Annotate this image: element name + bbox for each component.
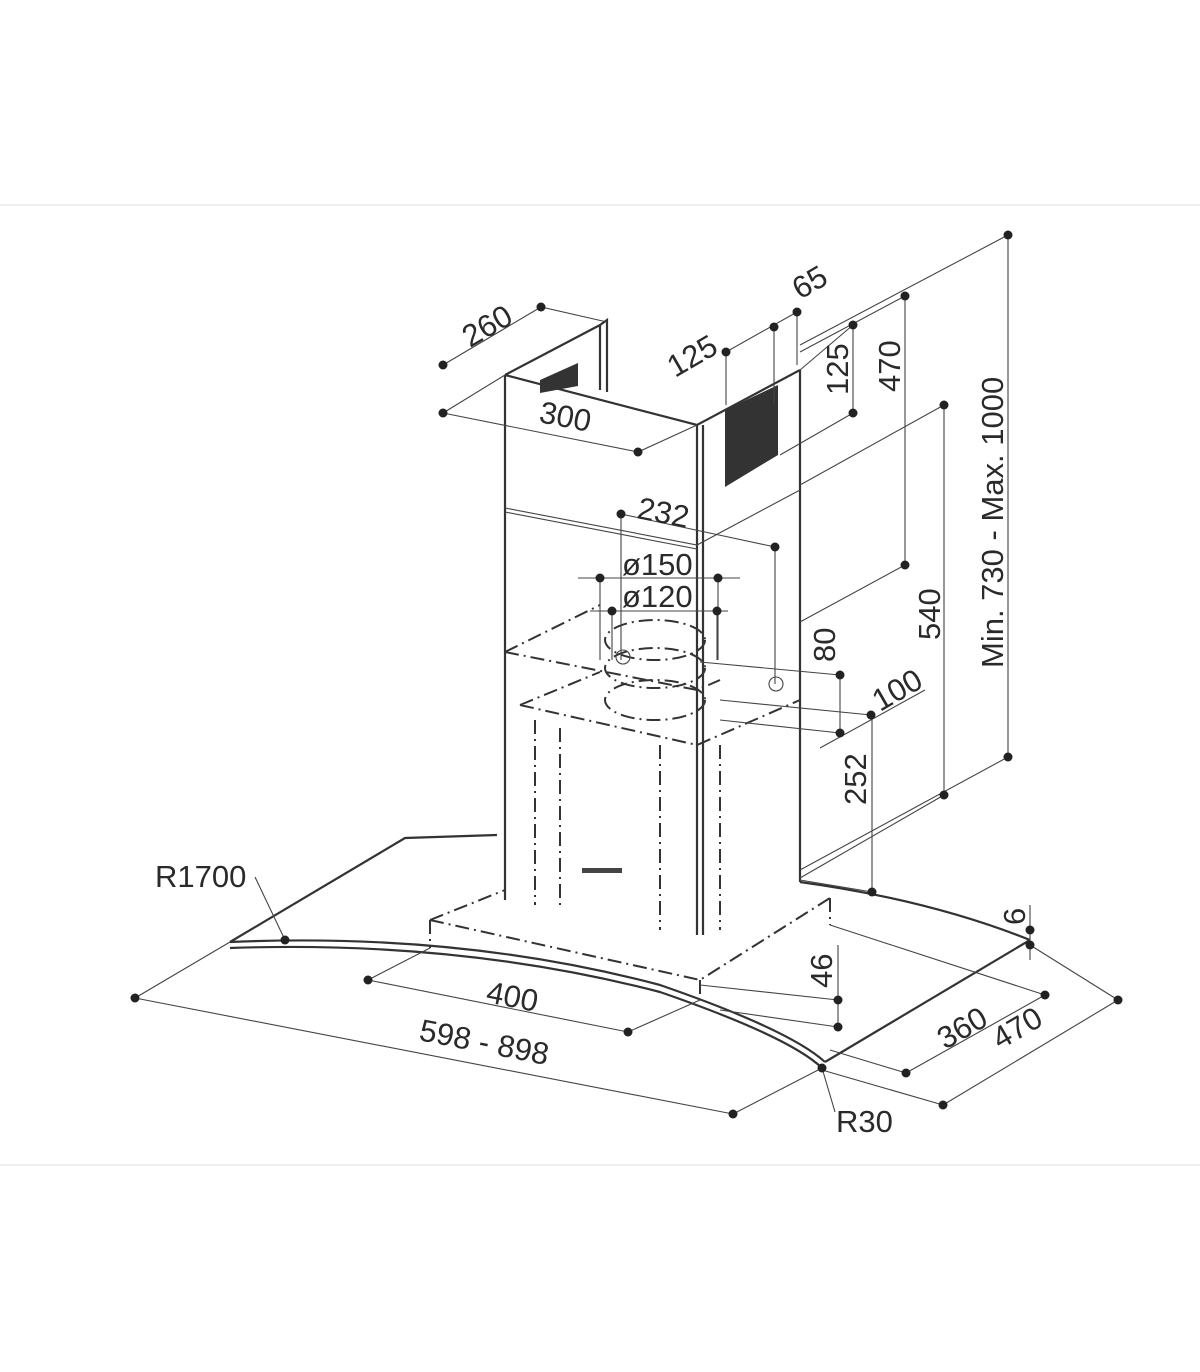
canopy	[229, 833, 1031, 1069]
label-body-height: 252	[838, 753, 873, 805]
motor-body-hidden	[504, 604, 801, 930]
label-vent-height: 125	[820, 343, 855, 395]
label-glass-radius: R1700	[155, 859, 246, 894]
vent-grille-back	[540, 363, 578, 393]
label-fixing-offset: 100	[866, 662, 928, 718]
dimension-labels: 260 300 125 65 125 470 Min. 730 - Max. 1…	[155, 259, 1048, 1139]
label-vent-top-height: 470	[872, 340, 907, 392]
label-base-depth: 360	[931, 1000, 993, 1056]
label-chimney-height: 540	[912, 588, 947, 640]
label-outlet-dia-large: ø150	[622, 547, 693, 582]
dimension-lines	[130, 230, 1123, 1119]
brand-logo	[582, 868, 622, 873]
label-glass-thickness: 6	[997, 908, 1032, 925]
vent-grille-right	[725, 385, 778, 487]
label-fixing-height: 80	[807, 628, 842, 662]
label-corner-radius: R30	[836, 1104, 893, 1139]
label-width-top: 300	[537, 395, 594, 439]
label-vent-gap: 65	[786, 259, 833, 307]
label-total-width: 598 - 898	[417, 1013, 552, 1072]
label-overall-height: Min. 730 - Max. 1000	[975, 377, 1010, 668]
label-vent-offset: 125	[661, 328, 723, 384]
label-outlet-offset: 232	[635, 491, 692, 535]
label-base-width: 400	[484, 975, 541, 1019]
label-depth-top: 260	[456, 298, 518, 354]
label-base-height: 46	[804, 954, 839, 988]
label-outlet-dia-small: ø120	[622, 579, 693, 614]
